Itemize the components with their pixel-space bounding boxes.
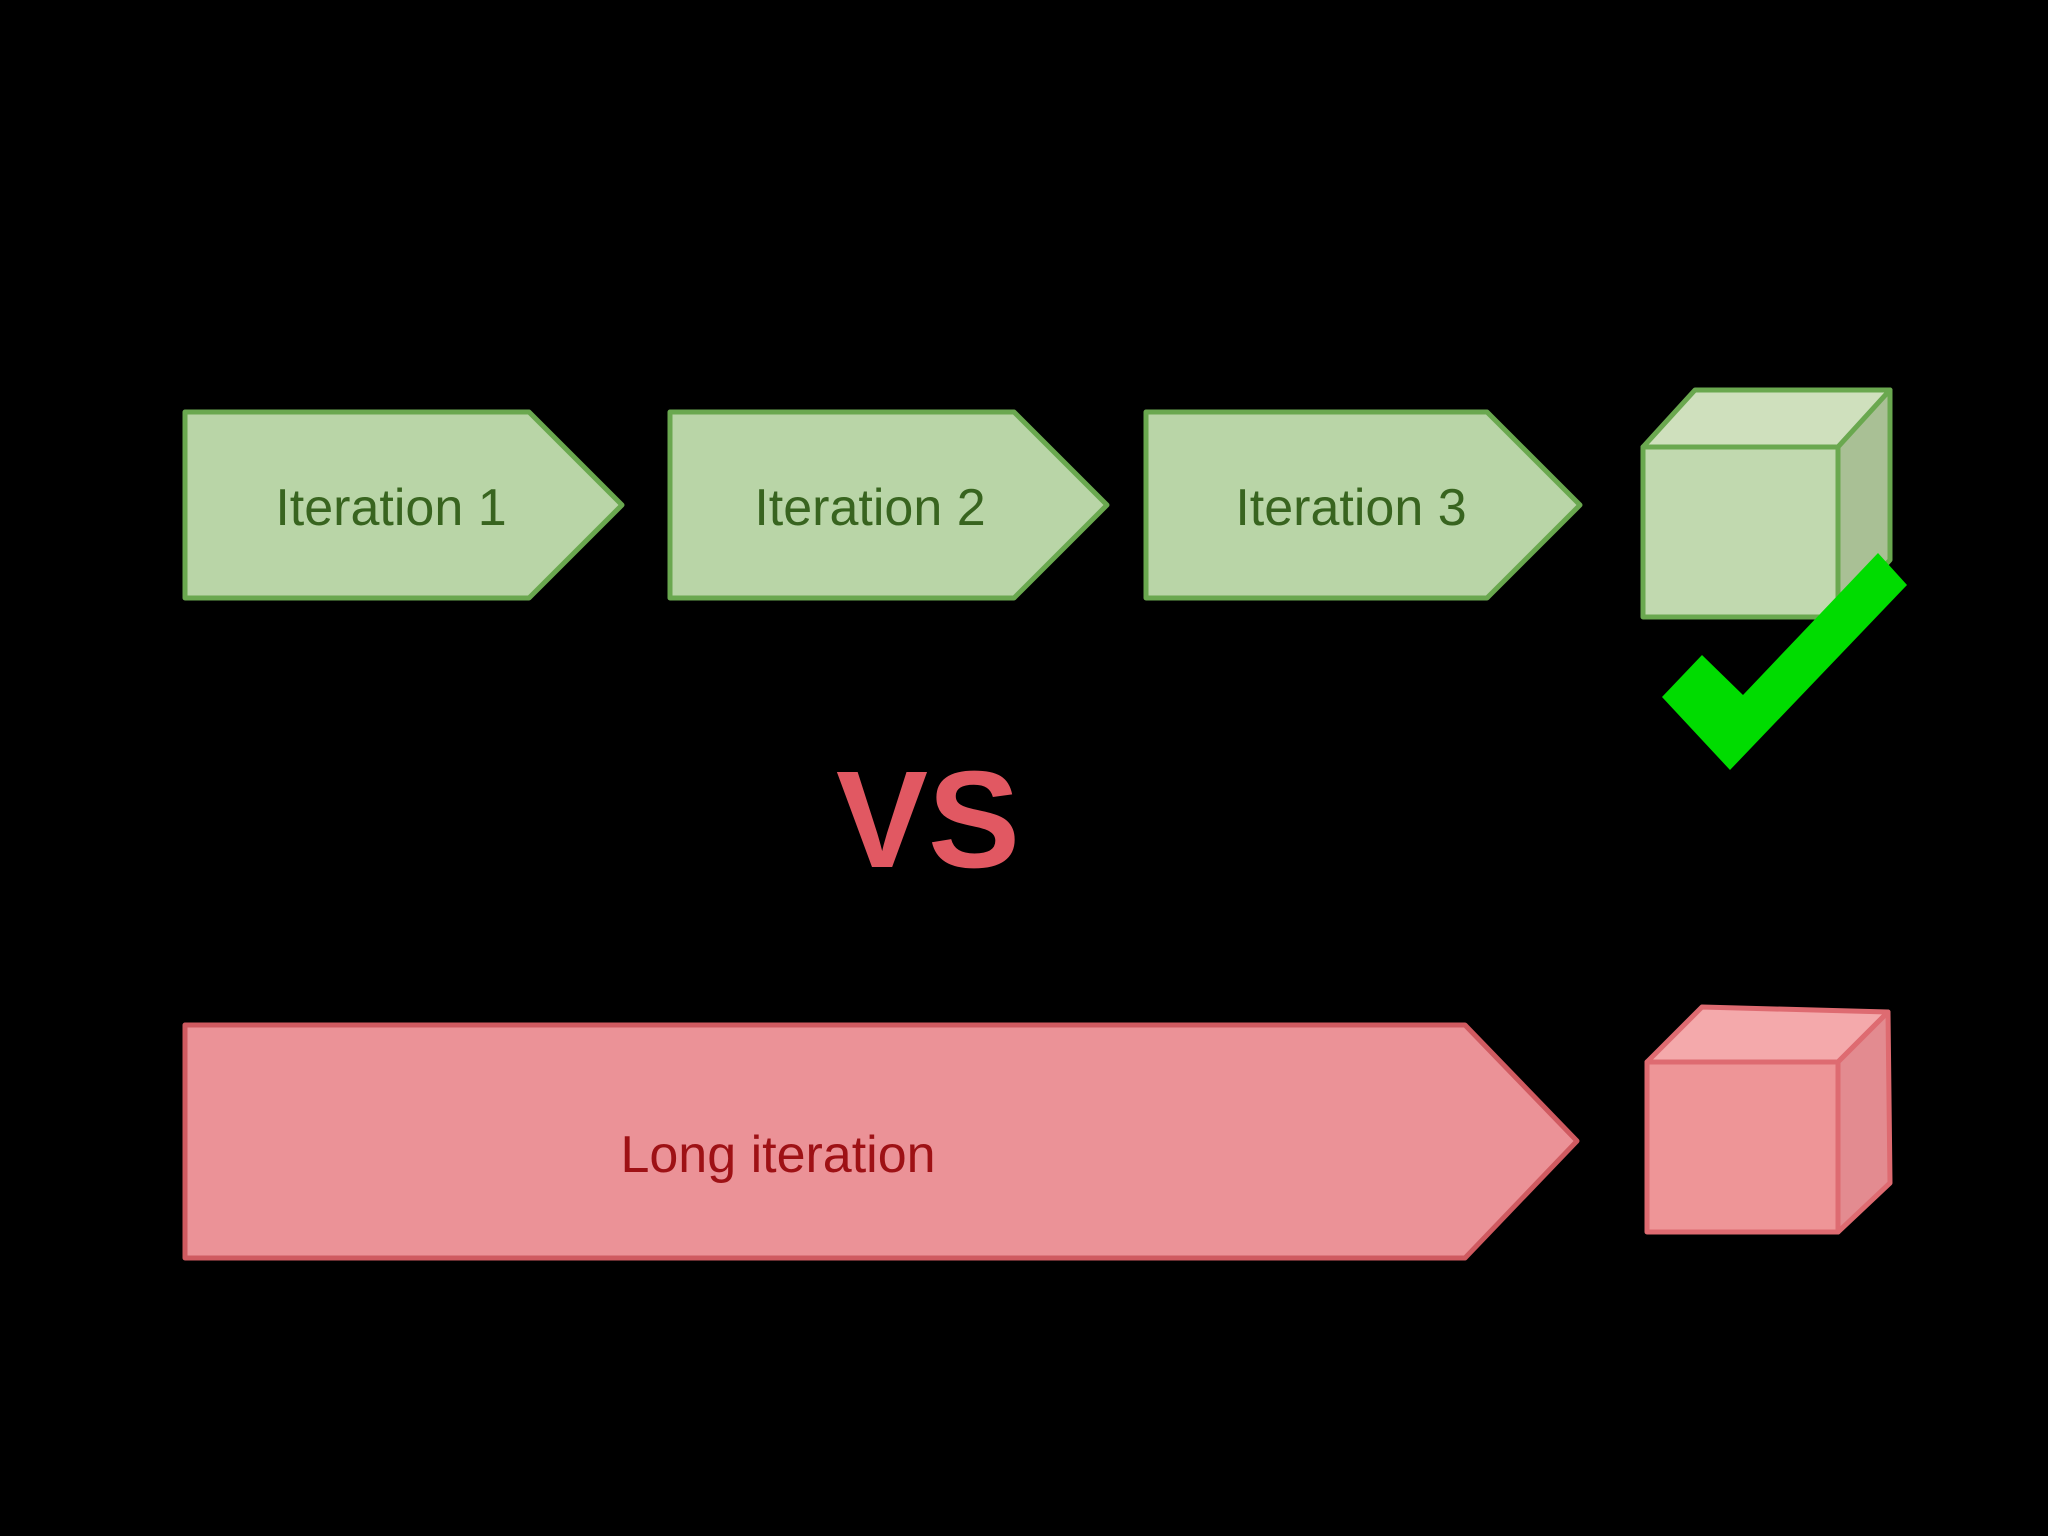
green-cube-icon	[1640, 387, 1893, 620]
vs-label: VS	[836, 743, 1020, 897]
red-cube-front-face	[1644, 1059, 1841, 1235]
checkmark-icon	[1662, 553, 1907, 770]
iteration-1-label: Iteration 1	[275, 479, 506, 537]
green-cube-front-face	[1640, 444, 1841, 620]
long-iteration-label: Long iteration	[620, 1126, 935, 1184]
iteration-2-shape	[667, 409, 1110, 601]
iteration-2-arrow: Iteration 2	[667, 409, 1110, 601]
iteration-3-shape	[1143, 409, 1583, 601]
long-iteration-shape	[182, 1022, 1580, 1261]
red-cube-icon	[1644, 1004, 1893, 1235]
long-iteration-arrow: Long iteration	[182, 1022, 1580, 1261]
iteration-3-arrow: Iteration 3	[1143, 409, 1583, 601]
iteration-2-label: Iteration 2	[754, 479, 985, 537]
iteration-1-arrow: Iteration 1	[182, 409, 625, 601]
iteration-1-shape	[182, 409, 625, 601]
iteration-3-label: Iteration 3	[1235, 479, 1466, 537]
